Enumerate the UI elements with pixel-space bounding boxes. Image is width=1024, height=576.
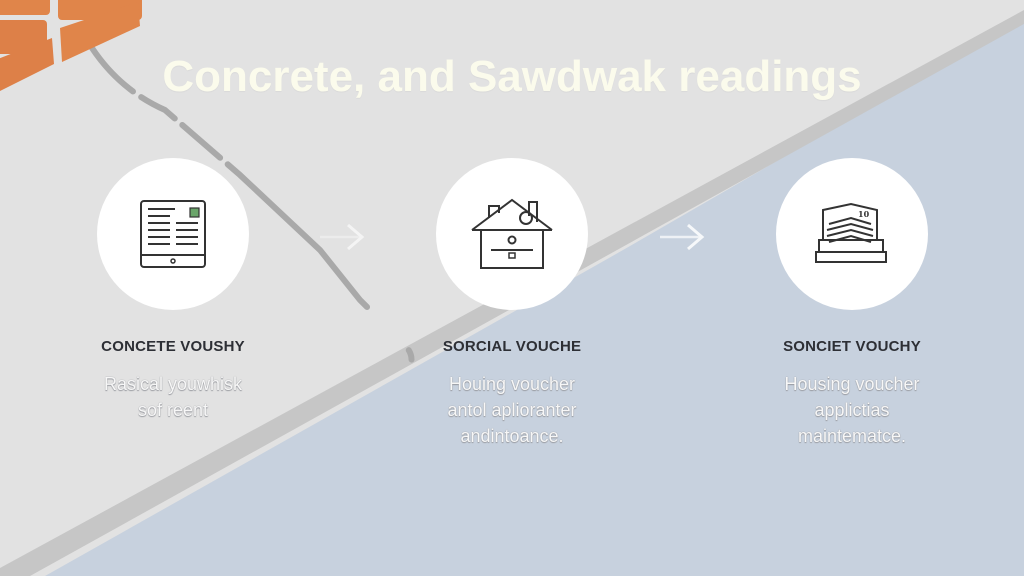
step-icon-circle: 10	[776, 158, 928, 310]
step-icon-circle	[436, 158, 588, 310]
tablet-document-icon	[140, 200, 206, 268]
description-line: applictias	[814, 400, 890, 420]
description-line: andintoance.	[460, 426, 564, 446]
description-line: Rasical youwhisk	[103, 374, 243, 394]
svg-text:10: 10	[858, 209, 870, 219]
step-heading: CONCETE VOUSHY	[101, 338, 245, 355]
step-description: Houing voucher antol aplioranter andinto…	[392, 371, 632, 449]
arrow-right-icon	[660, 223, 705, 251]
page-title: Concrete, and Sawdwak readings	[162, 52, 862, 101]
description-line: maintematce.	[797, 426, 907, 446]
step-card-2: SORCIAL VOUCHE Houing voucher antol apli…	[392, 158, 632, 449]
step-card-3: 10 SONCIET VOUCHY Housing voucher applic…	[732, 158, 972, 449]
description-line: antol aplioranter	[447, 400, 577, 420]
dashed-curve	[89, 45, 415, 375]
step-icon-circle	[97, 158, 249, 310]
step-card-1: CONCETE VOUSHY Rasical youwhisk sof reen…	[53, 158, 293, 423]
house-icon	[471, 198, 553, 269]
brick-wall-decoration	[0, 0, 142, 91]
description-line: sof reent	[137, 400, 209, 420]
step-heading: SONCIET VOUCHY	[783, 338, 921, 355]
description-line: Houing voucher	[448, 374, 576, 394]
step-heading: SORCIAL VOUCHE	[442, 338, 582, 355]
building-stack-icon: 10	[815, 202, 887, 263]
description-line: Housing voucher	[784, 374, 920, 394]
step-description: Rasical youwhisk sof reent	[53, 371, 293, 423]
step-description: Housing voucher applictias maintematce.	[732, 371, 972, 449]
arrow-right-icon	[320, 223, 365, 251]
